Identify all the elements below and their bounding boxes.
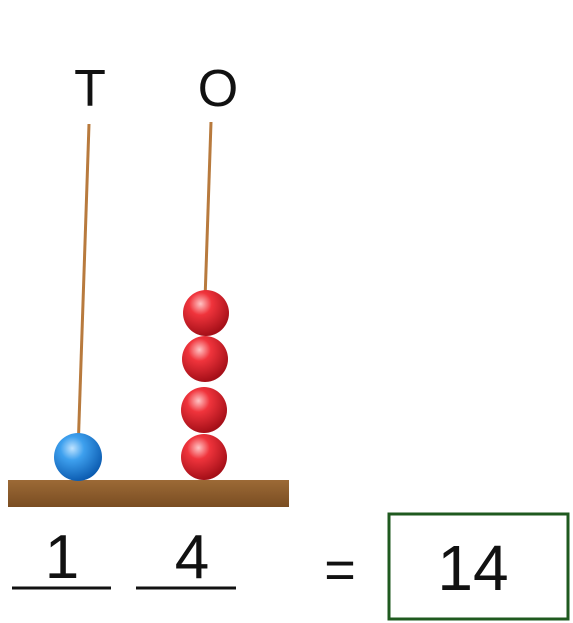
result-value: 14 bbox=[437, 532, 508, 604]
ones-bead bbox=[181, 434, 227, 480]
ones-rod-label: O bbox=[198, 60, 238, 118]
ones-bead bbox=[183, 290, 229, 336]
ones-rod bbox=[203, 121, 213, 301]
ones-answer: 4 bbox=[175, 523, 209, 592]
ones-bead bbox=[181, 387, 227, 433]
tens-rod-label: T bbox=[74, 60, 106, 118]
equals-sign: = bbox=[324, 540, 356, 600]
abacus-base bbox=[8, 480, 289, 507]
tens-answer: 1 bbox=[45, 523, 79, 592]
tens-rod bbox=[76, 123, 91, 453]
ones-bead bbox=[182, 336, 228, 382]
result-box bbox=[387, 512, 570, 621]
tens-bead bbox=[54, 433, 102, 481]
